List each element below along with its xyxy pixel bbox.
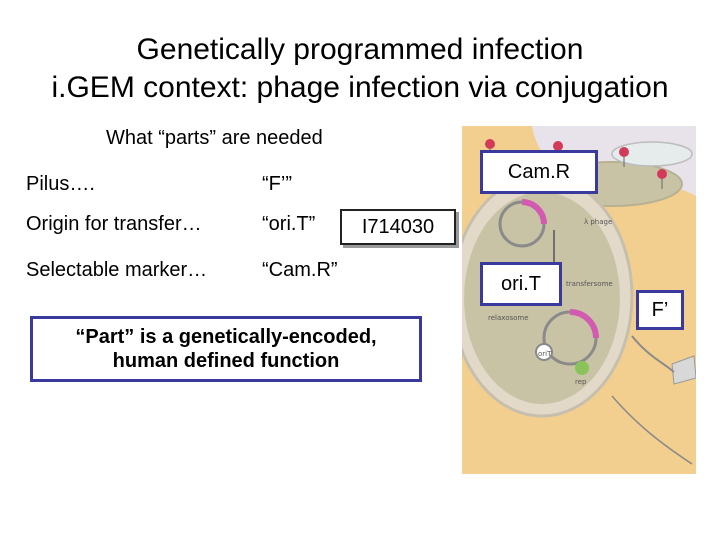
slide-subtitle: What “parts” are needed (106, 127, 323, 149)
label-box-camr: Cam.R (480, 150, 598, 194)
definition-line2: human defined function (112, 350, 340, 372)
part-label-origin: Origin for transfer… (26, 213, 202, 235)
part-name-orit: “ori.T” (262, 213, 316, 235)
phage-3 (619, 147, 629, 157)
label-box-orit: ori.T (480, 262, 562, 306)
flagellum (611, 395, 693, 465)
orit-site (535, 343, 553, 361)
definition-box: “Part” is a genetically-encoded, human d… (30, 316, 422, 382)
slide-title-line2: i.GEM context: phage infection via conju… (51, 71, 669, 104)
part-name-f: “F’” (262, 173, 292, 195)
definition-line1: “Part” is a genetically-encoded, (75, 326, 377, 348)
slide-title-line1: Genetically programmed infection (136, 33, 584, 66)
small-cell (611, 141, 693, 167)
phage-particles (485, 139, 667, 189)
relaxosome-small-label: relaxosome (488, 314, 529, 322)
orit-small-label: oriT (538, 350, 552, 358)
phage-small-label: λ phage (584, 218, 612, 226)
plasmid-upper-marker (521, 199, 547, 225)
plasmid-lower-marker (569, 309, 599, 339)
phage-4 (657, 169, 667, 179)
rep-site (575, 361, 589, 375)
pilus-line (631, 335, 675, 373)
phage-2 (553, 141, 563, 151)
part-id-box: I714030 (340, 209, 456, 245)
phage-1 (485, 139, 495, 149)
part-label-pilus: Pilus…. (26, 173, 95, 195)
label-box-f: F’ (636, 290, 684, 330)
rep-small-label: rep (575, 378, 587, 386)
part-label-marker: Selectable marker… (26, 259, 208, 281)
part-name-camr: “Cam.R” (262, 259, 338, 281)
transfersome-small-label: transfersome (566, 280, 613, 288)
